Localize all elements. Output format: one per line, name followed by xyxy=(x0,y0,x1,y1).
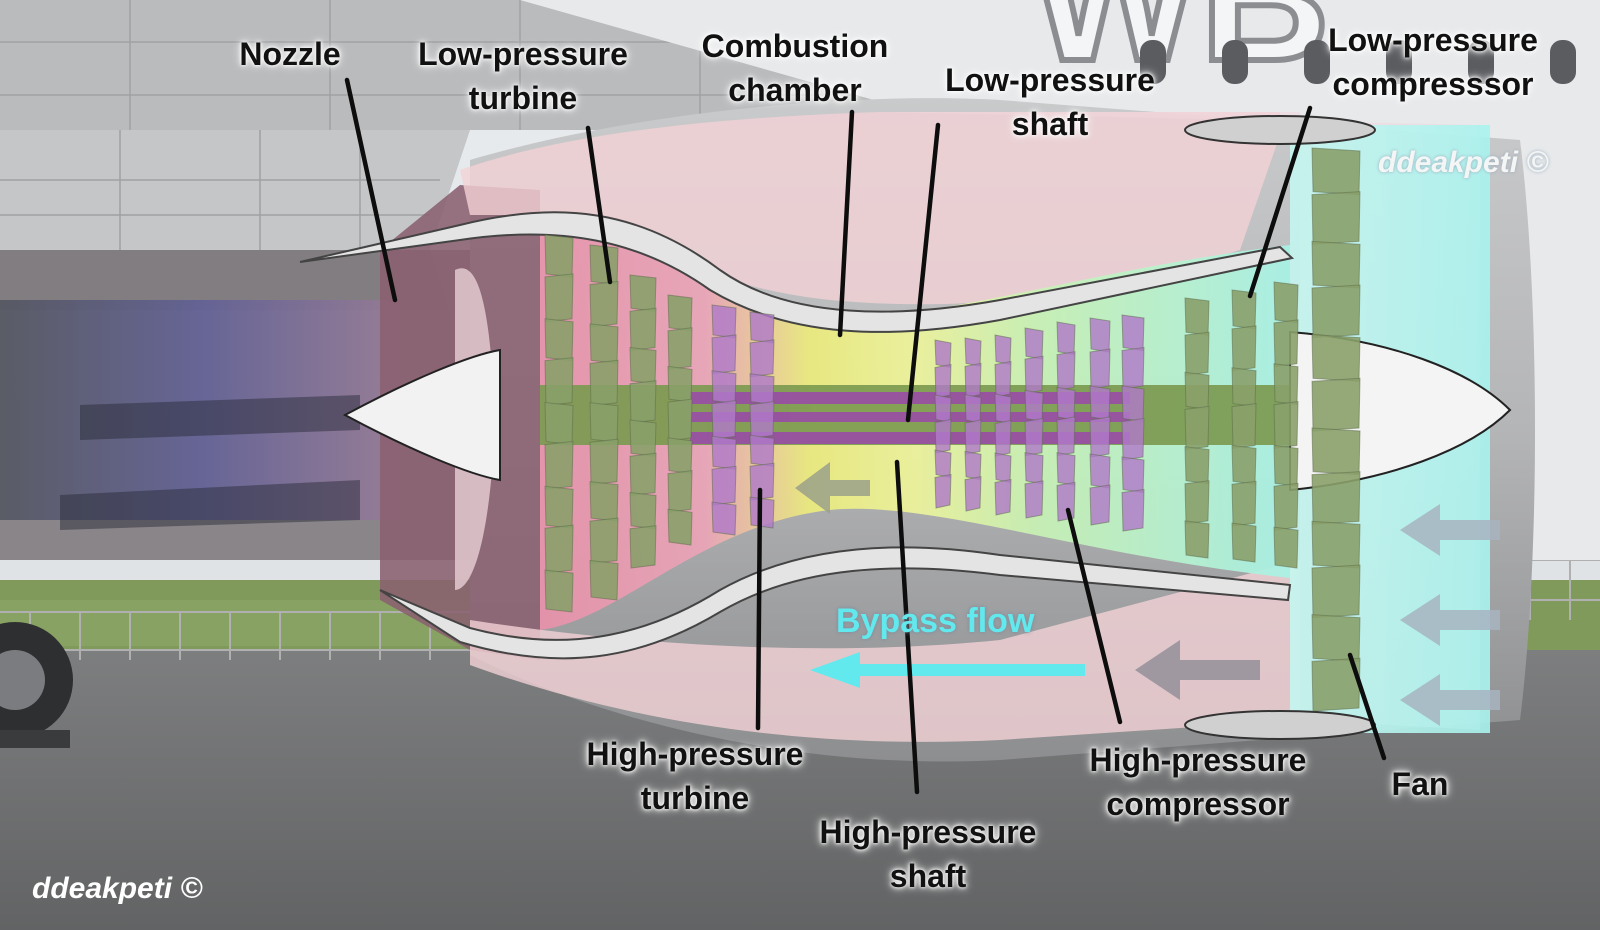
label-fan: Fan xyxy=(1360,762,1480,806)
low-pressure-compressor-stage-1 xyxy=(1184,297,1210,559)
high-pressure-compressor-stage-6 xyxy=(1089,317,1111,526)
low-pressure-turbine-stage-1 xyxy=(544,234,574,613)
label-low-pressure-turbine: Low-pressure turbine xyxy=(398,32,648,120)
high-pressure-turbine-stage-1 xyxy=(711,304,737,536)
low-pressure-turbine-stage-3 xyxy=(629,274,657,569)
fuselage-lettering: WB xyxy=(1030,0,1330,99)
blade-rows xyxy=(544,147,1361,712)
label-low-pressure-compressor-line1: Low-pressure xyxy=(1328,22,1538,58)
label-high-pressure-compressor: High-pressure compressor xyxy=(1068,738,1328,826)
high-pressure-compressor-stage-1 xyxy=(934,339,952,509)
label-fan-line1: Fan xyxy=(1391,766,1449,802)
label-high-pressure-turbine: High-pressure turbine xyxy=(565,732,825,820)
low-pressure-turbine-stage-2 xyxy=(589,244,619,601)
flow-arrows xyxy=(795,462,1500,726)
high-pressure-compressor-stage-3 xyxy=(994,334,1012,516)
label-combustion-chamber-line1: Combustion xyxy=(701,28,889,64)
label-high-pressure-shaft-line1: High-pressure xyxy=(819,814,1037,850)
label-low-pressure-compressor: Low-pressure compresssor xyxy=(1298,18,1568,106)
label-high-pressure-shaft-line2: shaft xyxy=(889,858,967,894)
label-high-pressure-compressor-line2: compressor xyxy=(1106,786,1290,822)
label-nozzle: Nozzle xyxy=(210,32,370,76)
bypass-flow-label: Bypass flow xyxy=(836,602,1035,640)
label-high-pressure-compressor-line1: High-pressure xyxy=(1089,742,1307,778)
label-low-pressure-turbine-line2: turbine xyxy=(468,80,578,116)
low-pressure-compressor-stage-2 xyxy=(1231,289,1257,563)
label-high-pressure-turbine-line2: turbine xyxy=(640,780,750,816)
low-pressure-turbine-stage-4 xyxy=(667,294,693,546)
label-combustion-chamber: Combustion chamber xyxy=(670,24,920,112)
label-low-pressure-shaft-line2: shaft xyxy=(1011,106,1089,142)
low-pressure-compressor-stage-3 xyxy=(1273,281,1299,569)
label-high-pressure-turbine-line1: High-pressure xyxy=(586,736,804,772)
high-pressure-compressor-stage-2 xyxy=(964,337,982,512)
fan-blade xyxy=(1311,147,1361,712)
high-pressure-turbine-stage-2 xyxy=(749,311,775,529)
watermark-bottom: ddeakpeti © xyxy=(32,872,203,905)
watermark-top: ddeakpeti © xyxy=(1378,146,1549,179)
high-pressure-compressor-stage-5 xyxy=(1056,321,1076,522)
cabin-windows xyxy=(1140,40,1576,84)
label-combustion-chamber-line2: chamber xyxy=(728,72,862,108)
label-low-pressure-compressor-line2: compresssor xyxy=(1332,66,1534,102)
high-pressure-compressor-stage-4 xyxy=(1024,327,1044,519)
label-low-pressure-shaft-line1: Low-pressure xyxy=(945,62,1155,98)
label-high-pressure-shaft: High-pressure shaft xyxy=(798,810,1058,898)
label-low-pressure-shaft: Low-pressure shaft xyxy=(925,58,1175,146)
label-low-pressure-turbine-line1: Low-pressure xyxy=(418,36,628,72)
label-nozzle-line1: Nozzle xyxy=(239,36,341,72)
high-pressure-compressor-stage-7 xyxy=(1121,314,1145,532)
